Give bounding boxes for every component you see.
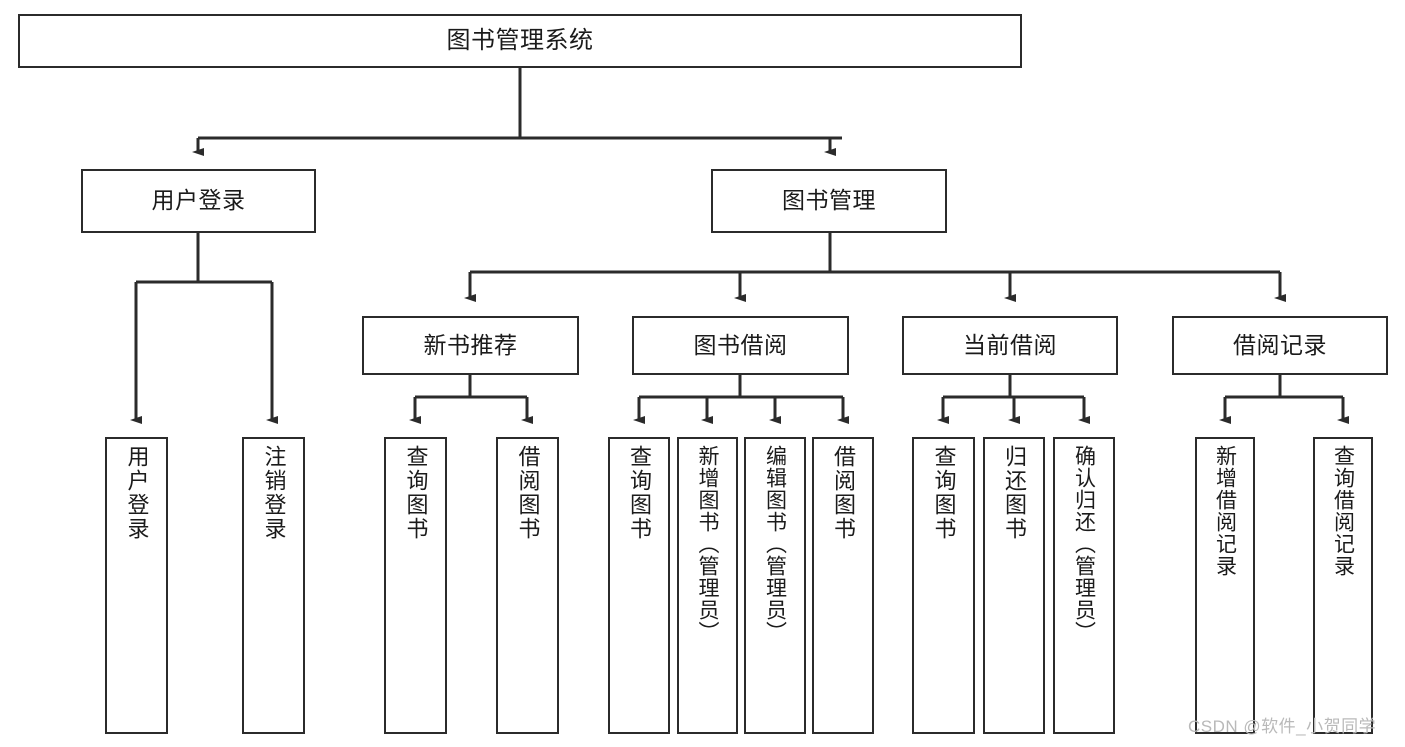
- node-user-login[interactable]: 用户登录: [81, 169, 316, 233]
- leaf-user-login-1-label: 用户登录: [124, 445, 150, 541]
- leaf-new-book-1[interactable]: 查询图书: [384, 437, 447, 734]
- leaf-borrow-record-1[interactable]: 新增借阅记录: [1195, 437, 1255, 734]
- node-new-book-recommend[interactable]: 新书推荐: [362, 316, 579, 375]
- leaf-borrow-record-1-label: 新增借阅记录: [1213, 445, 1237, 577]
- leaf-book-borrow-2-label: 新增图书（管理员）: [696, 445, 719, 643]
- leaf-new-book-1-label: 查询图书: [403, 445, 429, 541]
- node-current-borrow-label: 当前借阅: [963, 331, 1057, 358]
- leaf-book-borrow-1[interactable]: 查询图书: [608, 437, 670, 734]
- node-book-manage[interactable]: 图书管理: [711, 169, 947, 233]
- leaf-book-borrow-3-label: 编辑图书（管理员）: [763, 445, 787, 643]
- node-current-borrow[interactable]: 当前借阅: [902, 316, 1118, 375]
- leaf-current-borrow-2[interactable]: 归还图书: [983, 437, 1045, 734]
- leaf-book-borrow-4[interactable]: 借阅图书: [812, 437, 874, 734]
- node-borrow-record[interactable]: 借阅记录: [1172, 316, 1388, 375]
- leaf-new-book-2[interactable]: 借阅图书: [496, 437, 559, 734]
- node-borrow-record-label: 借阅记录: [1233, 331, 1327, 358]
- node-root-label: 图书管理系统: [446, 26, 594, 54]
- leaf-book-borrow-1-label: 查询图书: [627, 445, 652, 541]
- node-user-login-label: 用户登录: [151, 187, 246, 214]
- leaf-borrow-record-2[interactable]: 查询借阅记录: [1313, 437, 1373, 734]
- node-book-borrow-label: 图书借阅: [693, 331, 788, 358]
- leaf-user-login-2[interactable]: 注销登录: [242, 437, 305, 734]
- node-book-borrow[interactable]: 图书借阅: [632, 316, 849, 375]
- leaf-current-borrow-3-label: 确认归还（管理员）: [1072, 445, 1096, 643]
- node-book-manage-label: 图书管理: [782, 187, 876, 214]
- leaf-current-borrow-3[interactable]: 确认归还（管理员）: [1053, 437, 1115, 734]
- leaf-book-borrow-2[interactable]: 新增图书（管理员）: [677, 437, 738, 734]
- leaf-book-borrow-3[interactable]: 编辑图书（管理员）: [744, 437, 806, 734]
- leaf-new-book-2-label: 借阅图书: [515, 445, 541, 541]
- leaf-current-borrow-2-label: 归还图书: [1002, 445, 1027, 541]
- node-root[interactable]: 图书管理系统: [18, 14, 1022, 68]
- leaf-book-borrow-4-label: 借阅图书: [831, 445, 856, 541]
- leaf-current-borrow-1-label: 查询图书: [931, 445, 957, 541]
- leaf-user-login-1[interactable]: 用户登录: [105, 437, 168, 734]
- leaf-current-borrow-1[interactable]: 查询图书: [912, 437, 975, 734]
- leaf-borrow-record-2-label: 查询借阅记录: [1331, 445, 1355, 577]
- leaf-user-login-2-label: 注销登录: [261, 445, 287, 541]
- node-new-book-recommend-label: 新书推荐: [423, 331, 518, 358]
